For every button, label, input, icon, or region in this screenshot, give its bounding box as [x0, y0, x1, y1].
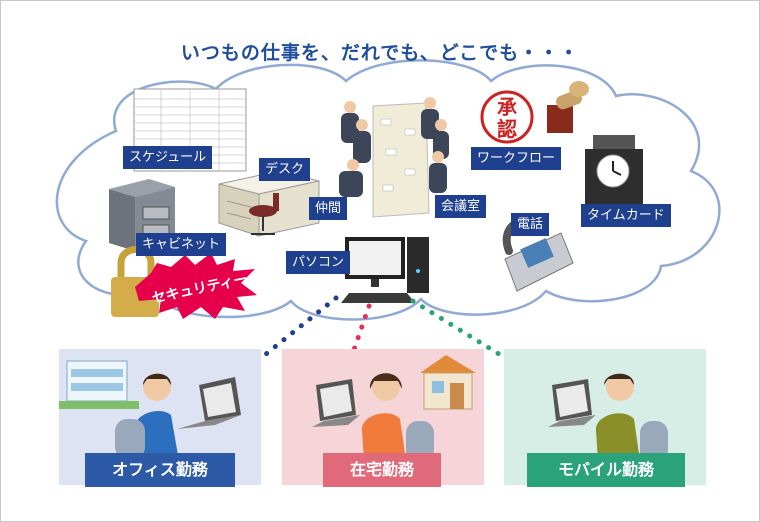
- label-schedule: スケジュール: [123, 146, 213, 169]
- worker-icon: [361, 373, 434, 463]
- clock-icon: [585, 135, 643, 211]
- label-desk: デスク: [259, 158, 311, 181]
- telephone-icon: [502, 216, 574, 292]
- house-icon: [420, 355, 476, 410]
- seal-text-bottom: 認: [497, 117, 517, 141]
- worker-icon: [595, 373, 668, 463]
- label-meeting-room: 会議室: [435, 195, 487, 218]
- label-time-card: タイムカード: [581, 204, 671, 227]
- office-building-icon: [59, 360, 139, 409]
- connector-home: [343, 303, 372, 376]
- security-burst: [135, 253, 257, 319]
- label-telephone: 電話: [511, 213, 550, 236]
- label-home-work: 在宅勤務: [323, 453, 441, 487]
- label-pc: パソコン: [286, 251, 351, 274]
- label-cabinet: キャビネット: [136, 233, 227, 256]
- laptop-icon: [548, 379, 596, 427]
- label-workflow: ワークフロー: [471, 147, 562, 170]
- connector-office: [223, 295, 339, 389]
- label-mobile-work: モバイル勤務: [527, 453, 685, 487]
- office-scene: [59, 360, 241, 461]
- label-office-work: オフィス勤務: [85, 453, 235, 487]
- seal-text-top: 承: [497, 95, 517, 119]
- worker-icon: [115, 373, 179, 461]
- home-scene: [312, 355, 476, 463]
- meeting-people-icon: [339, 97, 449, 218]
- computer-icon: [341, 237, 429, 303]
- desk-icon: [218, 170, 320, 237]
- seal-icon: 承 認: [480, 81, 589, 144]
- laptop-icon: [177, 377, 241, 429]
- headline: いつもの仕事を、だれでも、どこでも・・・: [180, 42, 580, 64]
- label-colleague: 仲間: [309, 197, 348, 220]
- panel-home: [282, 349, 484, 485]
- laptop-icon: [312, 379, 360, 427]
- mobile-scene: [548, 373, 668, 463]
